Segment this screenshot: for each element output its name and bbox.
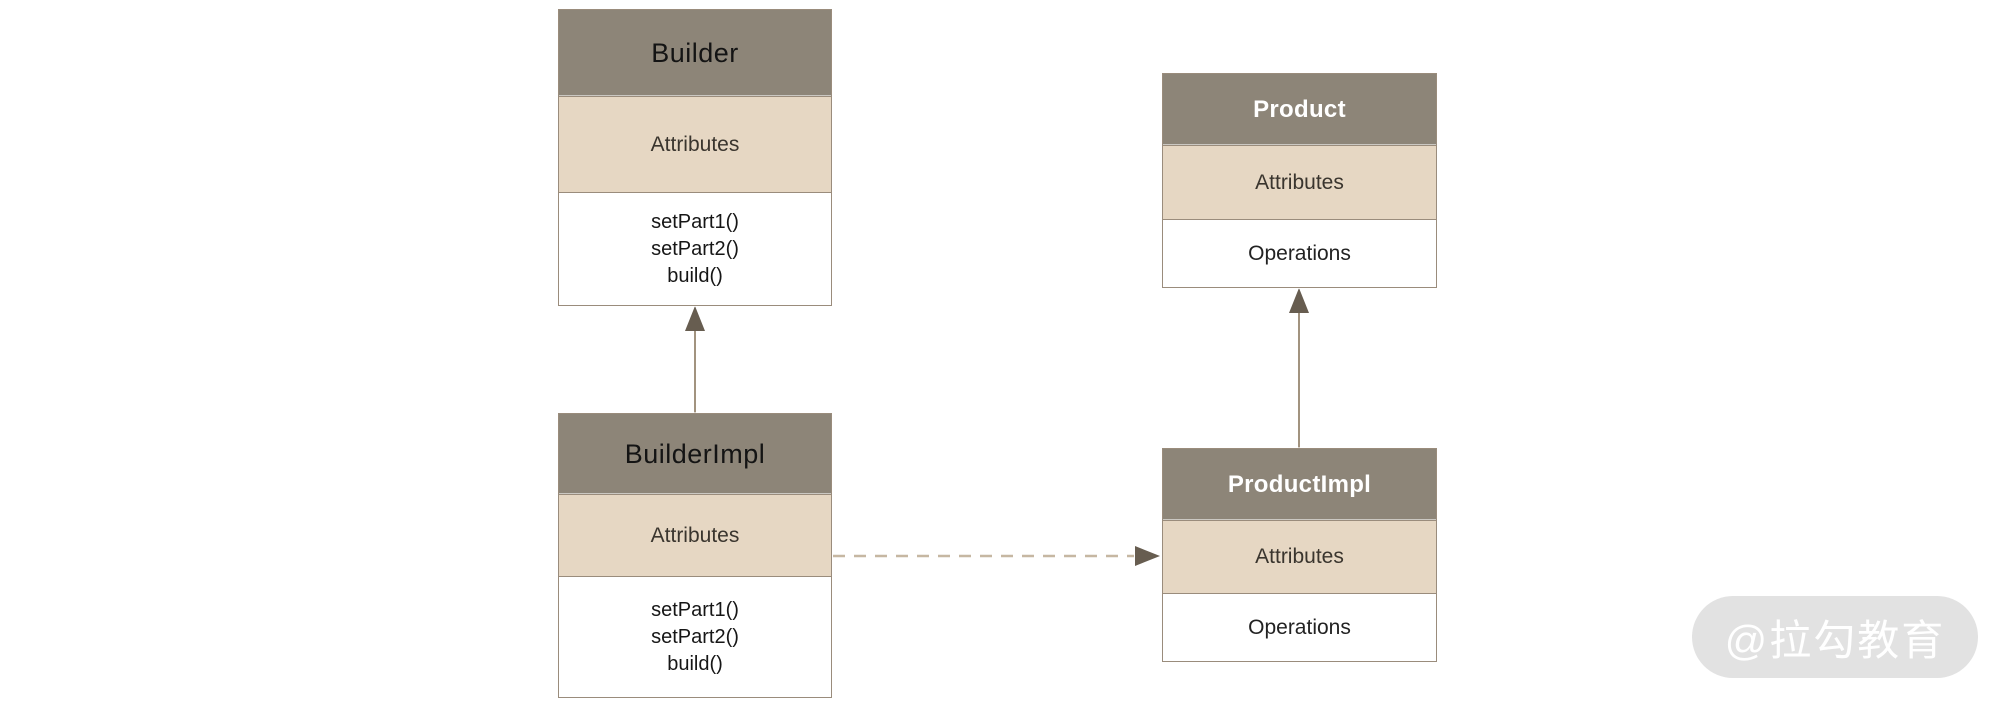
- methods-section-builder: setPart1() setPart2() build(): [559, 193, 831, 305]
- class-box-product: Product Attributes Operations: [1162, 73, 1437, 288]
- attributes-section-product: Attributes: [1163, 146, 1436, 220]
- generalization-arrow-productimpl-to-product: [1289, 288, 1309, 448]
- class-title-builderimpl: BuilderImpl: [559, 414, 831, 495]
- class-title-product: Product: [1163, 74, 1436, 146]
- class-box-builderimpl: BuilderImpl Attributes setPart1() setPar…: [558, 413, 832, 698]
- class-title-productimpl: ProductImpl: [1163, 449, 1436, 521]
- arrowhead-up-icon: [1289, 288, 1309, 313]
- class-title-builder: Builder: [559, 10, 831, 97]
- arrowhead-up-icon: [685, 306, 705, 331]
- attributes-section-builder: Attributes: [559, 97, 831, 193]
- operations-section-productimpl: Operations: [1163, 594, 1436, 661]
- class-box-productimpl: ProductImpl Attributes Operations: [1162, 448, 1437, 662]
- attributes-section-builderimpl: Attributes: [559, 495, 831, 577]
- method-item: setPart2(): [651, 237, 739, 260]
- arrowhead-right-icon: [1135, 546, 1160, 566]
- method-item: setPart1(): [651, 598, 739, 621]
- class-box-builder: Builder Attributes setPart1() setPart2()…: [558, 9, 832, 306]
- method-item: build(): [667, 264, 723, 287]
- operations-section-product: Operations: [1163, 220, 1436, 287]
- dependency-arrow-builderimpl-to-productimpl: [833, 546, 1160, 566]
- method-item: setPart1(): [651, 210, 739, 233]
- generalization-arrow-builderimpl-to-builder: [685, 306, 705, 413]
- attributes-section-productimpl: Attributes: [1163, 521, 1436, 594]
- methods-section-builderimpl: setPart1() setPart2() build(): [559, 577, 831, 697]
- watermark-badge: @拉勾教育: [1692, 596, 1978, 678]
- method-item: setPart2(): [651, 625, 739, 648]
- method-item: build(): [667, 652, 723, 675]
